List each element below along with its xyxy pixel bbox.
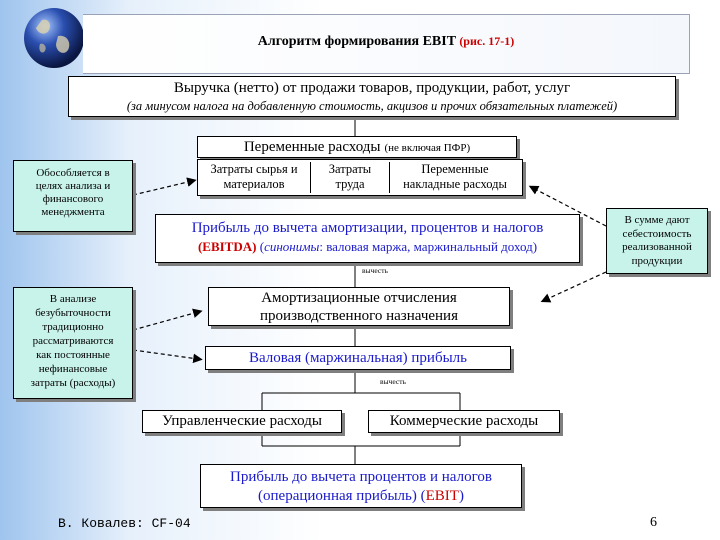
left-note2-l2: безубыточности: [35, 307, 111, 319]
ebit-line1: Прибыль до вычета процентов и налогов: [230, 469, 492, 485]
arrow-left-top: [132, 177, 197, 196]
page-number: 6: [650, 515, 657, 530]
ebit-line2a: (операционная прибыль) (: [258, 488, 426, 504]
ebit-line2b: ): [458, 488, 464, 504]
component-labor-l2: труда: [335, 177, 365, 191]
revenue-line1: Выручка (нетто) от продажи товаров, прод…: [173, 80, 571, 96]
ebitda-syn-label: синонимы: [264, 239, 320, 254]
arrow-left-low: [132, 349, 203, 364]
component-raw: Затраты сырья и материалов: [198, 162, 310, 192]
depreciation-box: Амортизационные отчисления производствен…: [208, 287, 510, 326]
left-note2-l5: как постоянные: [36, 349, 110, 361]
ebit-line2: (операционная прибыль) (EBIT): [201, 487, 521, 506]
variable-costs-note: (не включая ПФР): [384, 142, 471, 154]
left-note2-l6: нефинансовые: [38, 363, 108, 375]
depreciation-l1: Амортизационные отчисления: [261, 290, 457, 306]
page-title: Алгоритм формирования EBIT (рис. 17-1): [83, 34, 689, 50]
right-note-l3: реализованной: [622, 241, 692, 253]
gross-profit-text: Валовая (маржинальная) прибыль: [249, 350, 467, 366]
components-box: Затраты сырья и материалов Затраты труда…: [197, 159, 523, 196]
variable-costs-main: Переменные расходы: [243, 139, 381, 155]
arrow-left-mid: [132, 308, 203, 331]
title-ref: (рис. 17-1): [459, 34, 515, 48]
globe-icon: [24, 8, 84, 68]
component-overhead-l1: Переменные: [421, 162, 489, 176]
ebitda-line1: Прибыль до вычета амортизации, процентов…: [191, 220, 544, 236]
left-note-breakeven: В анализе безубыточности традиционно рас…: [13, 287, 133, 399]
left-note1-l4: менеджмента: [41, 206, 105, 218]
minus-label-1: вычесть: [362, 266, 388, 275]
ebitda-abbr: (EBITDA): [197, 239, 257, 254]
ebit-box: Прибыль до вычета процентов и налогов (о…: [200, 464, 522, 508]
commercial-expenses-box: Коммерческие расходы: [368, 410, 560, 433]
arrow-right-low: [540, 271, 607, 303]
component-raw-l2: материалов: [223, 177, 285, 191]
ebitda-syn-open: (: [259, 239, 265, 254]
minus-label-2: вычесть: [380, 377, 406, 386]
title-bar: [83, 14, 690, 74]
revenue-line2: (за минусом налога на добавленную стоимо…: [126, 99, 618, 113]
ebit-abbr: EBIT: [425, 488, 459, 504]
right-note-l1: В сумме дают: [624, 214, 690, 226]
left-note2-l3: традиционно: [42, 321, 104, 333]
right-note-cost: В сумме дают себестоимость реализованной…: [606, 208, 708, 274]
depreciation-l2: производственного назначения: [260, 308, 458, 324]
admin-expenses-text: Управленческие расходы: [162, 413, 322, 429]
title-main: Алгоритм формирования EBIT: [257, 34, 456, 49]
left-note-separated: Обособляется в целях анализа и финансово…: [13, 160, 133, 232]
left-note2-l7: затраты (расходы): [30, 377, 116, 389]
revenue-box: Выручка (нетто) от продажи товаров, прод…: [68, 76, 676, 117]
globe-logo: [22, 6, 86, 70]
left-note1-l3: финансового: [42, 193, 104, 205]
admin-expenses-box: Управленческие расходы: [142, 410, 342, 433]
left-note1-l2: целях анализа и: [35, 180, 111, 192]
ebitda-syn-rest: : валовая маржа, маржинальный доход): [319, 239, 538, 254]
component-overhead: Переменные накладные расходы: [388, 162, 522, 192]
right-note-l4: продукции: [631, 254, 683, 267]
ebitda-line2: (EBITDA) (синонимы: валовая маржа, маржи…: [156, 238, 579, 256]
left-note2-l4: рассматриваются: [32, 335, 114, 347]
component-labor: Затраты труда: [310, 162, 390, 193]
right-note-l2: себестоимость: [622, 227, 692, 240]
ebitda-box: Прибыль до вычета амортизации, процентов…: [155, 214, 580, 263]
left-note2-l1: В анализе: [49, 293, 97, 305]
gross-profit-box: Валовая (маржинальная) прибыль: [205, 346, 511, 370]
commercial-expenses-text: Коммерческие расходы: [389, 413, 539, 429]
variable-costs-box: Переменные расходы (не включая ПФР): [197, 136, 517, 158]
left-note1-l1: Обособляется в: [36, 167, 110, 179]
component-labor-l1: Затраты: [328, 162, 372, 176]
footer-author: В. Ковалев: CF-04: [58, 516, 191, 531]
component-raw-l1: Затраты сырья и: [210, 162, 298, 176]
component-overhead-l2: накладные расходы: [403, 177, 507, 191]
